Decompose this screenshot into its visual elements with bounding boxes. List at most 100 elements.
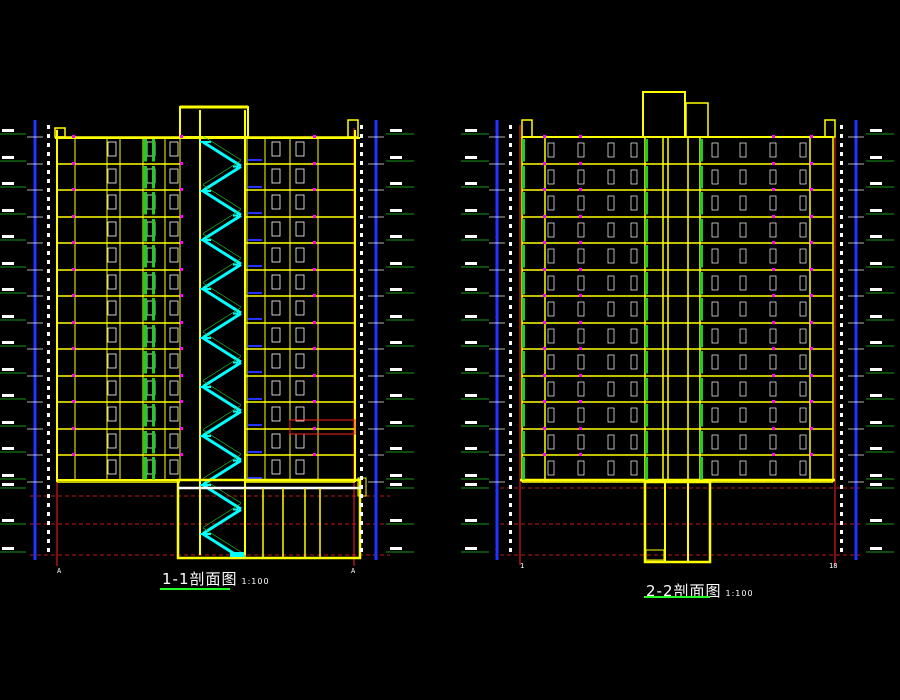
dim-tick-mark: [840, 494, 843, 498]
dim-tick-mark: [360, 233, 363, 237]
window-opening: [630, 248, 638, 264]
dim-tick-mark: [47, 449, 50, 453]
beam-marker: [72, 321, 75, 324]
dim-tick-mark: [840, 449, 843, 453]
level-label: [465, 262, 477, 265]
door-head: [248, 371, 262, 373]
column-left: [143, 272, 147, 295]
column-left: [143, 431, 147, 454]
dim-tick-mark: [47, 377, 50, 381]
dim-tick-mark: [840, 341, 843, 345]
dim-tick-mark: [509, 197, 512, 201]
window-opening: [271, 168, 281, 184]
window-opening: [630, 222, 638, 238]
dim-tick-mark: [360, 305, 363, 309]
stair-flight: [202, 263, 242, 290]
window-opening: [547, 248, 555, 264]
window-opening: [769, 407, 777, 423]
beam-marker: [579, 188, 582, 191]
beam-marker: [72, 400, 75, 403]
section-1-1-title-underline: [160, 588, 230, 590]
level-label: [870, 209, 882, 212]
window-opening: [769, 354, 777, 370]
level-label: [870, 129, 882, 132]
level-label: [465, 129, 477, 132]
dim-tick-mark: [47, 233, 50, 237]
dim-tick-mark: [360, 377, 363, 381]
dim-tick-mark: [360, 485, 363, 489]
level-label: [2, 394, 14, 397]
dim-tick-mark: [360, 242, 363, 246]
dim-tick-mark: [509, 530, 512, 534]
beam-marker: [579, 374, 582, 377]
column-left-2: [152, 192, 155, 215]
dim-tick-mark: [360, 170, 363, 174]
beam-marker: [579, 347, 582, 350]
section-2-2-drawing: [461, 91, 894, 565]
window-opening: [577, 222, 585, 238]
dim-tick-mark: [509, 476, 512, 480]
dim-tick-mark: [360, 539, 363, 543]
level-label: [390, 474, 402, 477]
dim-tick-mark: [360, 512, 363, 516]
column-core: [645, 298, 648, 321]
stair-handrail: [202, 454, 242, 479]
dim-tick-mark: [47, 512, 50, 516]
stair-flight: [202, 336, 242, 364]
column-core-2: [700, 298, 703, 321]
column-left: [143, 298, 147, 321]
window-opening: [271, 327, 281, 343]
parapet-left: [521, 119, 533, 138]
beam-marker: [543, 347, 546, 350]
dim-tick-mark: [509, 440, 512, 444]
beam-marker: [579, 215, 582, 218]
window-opening: [547, 142, 555, 158]
beam-marker: [72, 453, 75, 456]
beam-marker: [180, 321, 183, 324]
dim-tick-mark: [509, 521, 512, 525]
stair-flight: [202, 140, 242, 168]
window-opening: [799, 142, 807, 158]
beam-marker: [810, 162, 813, 165]
window-opening: [295, 327, 305, 343]
dim-tick-mark: [47, 521, 50, 525]
dim-tick-mark: [360, 206, 363, 210]
dim-tick-mark: [47, 548, 50, 552]
column-core-2: [700, 378, 703, 401]
beam-marker: [772, 188, 775, 191]
beam-marker: [313, 347, 316, 350]
window-opening: [607, 460, 615, 476]
beam-marker: [772, 453, 775, 456]
window-opening: [711, 354, 719, 370]
beam-marker: [772, 427, 775, 430]
dim-tick-mark: [47, 413, 50, 417]
window-opening: [739, 381, 747, 397]
window-opening: [739, 275, 747, 291]
dim-tick-mark: [360, 350, 363, 354]
basement-level-label: [870, 483, 882, 486]
dim-tick-mark: [840, 260, 843, 264]
window-opening: [739, 460, 747, 476]
dim-tick-mark: [509, 332, 512, 336]
beam-marker: [72, 374, 75, 377]
dim-tick-mark: [840, 323, 843, 327]
dim-tick-mark: [509, 206, 512, 210]
level-label: [390, 235, 402, 238]
dim-tick-mark: [840, 440, 843, 444]
stair-handrail: [202, 356, 242, 381]
dim-tick-mark: [840, 377, 843, 381]
level-label: [2, 182, 14, 185]
stair-flight: [202, 410, 242, 437]
beam-marker: [579, 135, 582, 138]
window-opening: [799, 328, 807, 344]
beam-marker: [543, 400, 546, 403]
stair-handrail: [202, 233, 242, 259]
stair-flight: [202, 238, 242, 266]
beam-marker: [72, 135, 75, 138]
window-opening: [169, 327, 179, 343]
dim-tick-mark: [840, 224, 843, 228]
beam-marker: [810, 400, 813, 403]
column-core: [645, 139, 648, 162]
beam-marker: [180, 427, 183, 430]
window-opening: [607, 169, 615, 185]
